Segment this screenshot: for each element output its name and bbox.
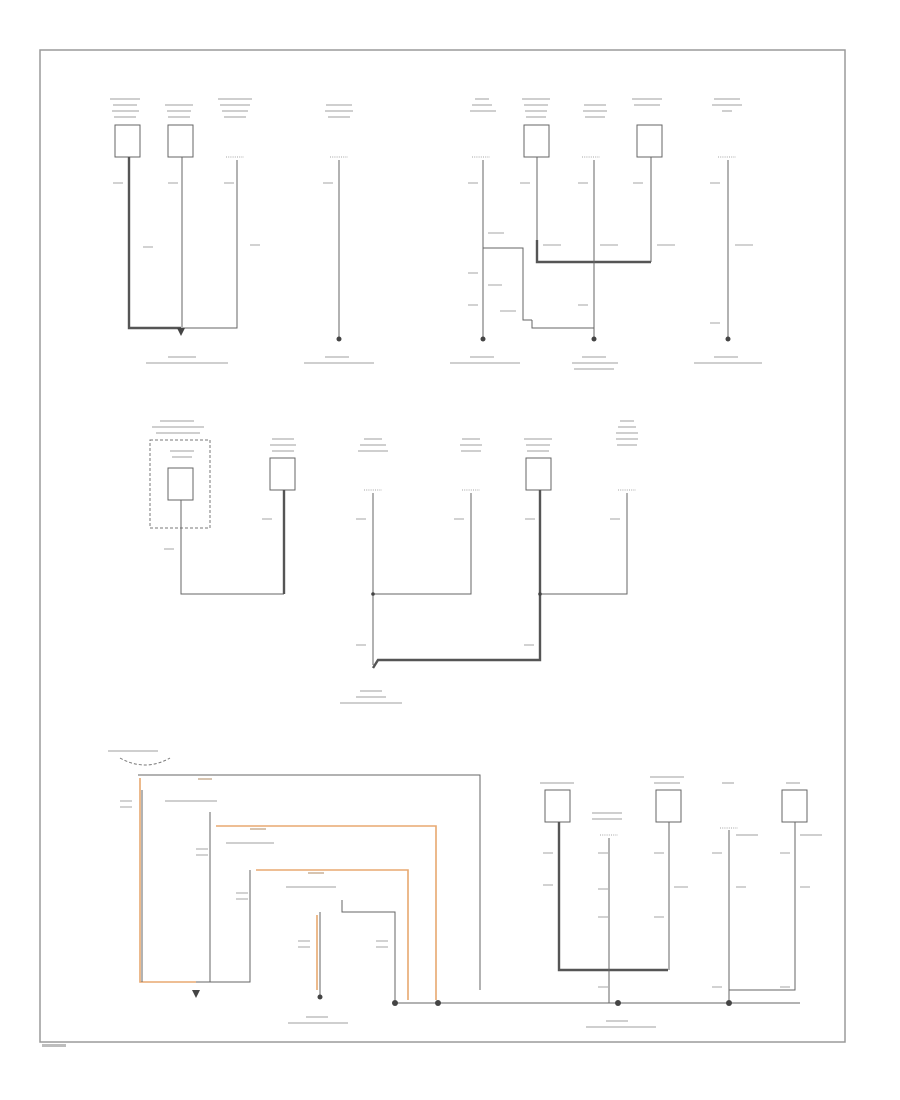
ground-symbol (177, 328, 185, 336)
shield-outline (119, 757, 171, 766)
component-box (544, 789, 571, 823)
component-outline-dashed (149, 439, 211, 529)
ground-point (480, 336, 486, 342)
ground-point (591, 336, 597, 342)
ground-point (726, 1000, 732, 1006)
component-box (114, 124, 141, 158)
shield-wire-orange (139, 778, 196, 983)
component-box (525, 457, 552, 491)
ground-wire (483, 247, 532, 321)
component-box (167, 467, 194, 501)
ground-point (725, 336, 731, 342)
ground-wire (531, 320, 594, 329)
ground-wire (127, 157, 181, 330)
ground-wire (371, 490, 542, 669)
footer-code-mark (42, 1044, 66, 1047)
ground-point (371, 592, 375, 596)
ground-wire (729, 822, 796, 991)
ground-wire (535, 240, 651, 264)
ground-wire (557, 822, 668, 972)
ground-symbol (192, 990, 200, 998)
ground-point (392, 1000, 398, 1006)
component-labels (108, 750, 388, 1024)
diagram-frame (39, 49, 846, 1043)
top-row-circuits (110, 98, 762, 370)
middle-row-circuits (149, 420, 638, 704)
ground-point (317, 994, 323, 1000)
ground-point (538, 592, 542, 596)
component-box (636, 124, 663, 158)
component-labels (152, 420, 638, 704)
ground-wire (341, 900, 396, 1000)
component-box (167, 124, 194, 158)
bottom-right-circuits (392, 776, 822, 1028)
ground-point (336, 336, 342, 342)
ground-wire (541, 493, 628, 595)
ground-point (435, 1000, 441, 1006)
ground-wire (373, 493, 472, 595)
component-box (269, 457, 296, 491)
bottom-left-shielded-circuits (108, 750, 481, 1024)
component-labels (110, 98, 762, 370)
component-box (523, 124, 550, 158)
ground-point (615, 1000, 621, 1006)
ground-wire (183, 160, 238, 329)
component-box (781, 789, 808, 823)
ground-wire (196, 870, 251, 983)
shield-wire-orange (256, 869, 409, 1000)
component-labels (540, 776, 822, 1028)
shield-wire (138, 774, 481, 990)
ground-wire (180, 500, 284, 595)
component-box (655, 789, 682, 823)
shield-wire-orange (216, 825, 437, 1000)
